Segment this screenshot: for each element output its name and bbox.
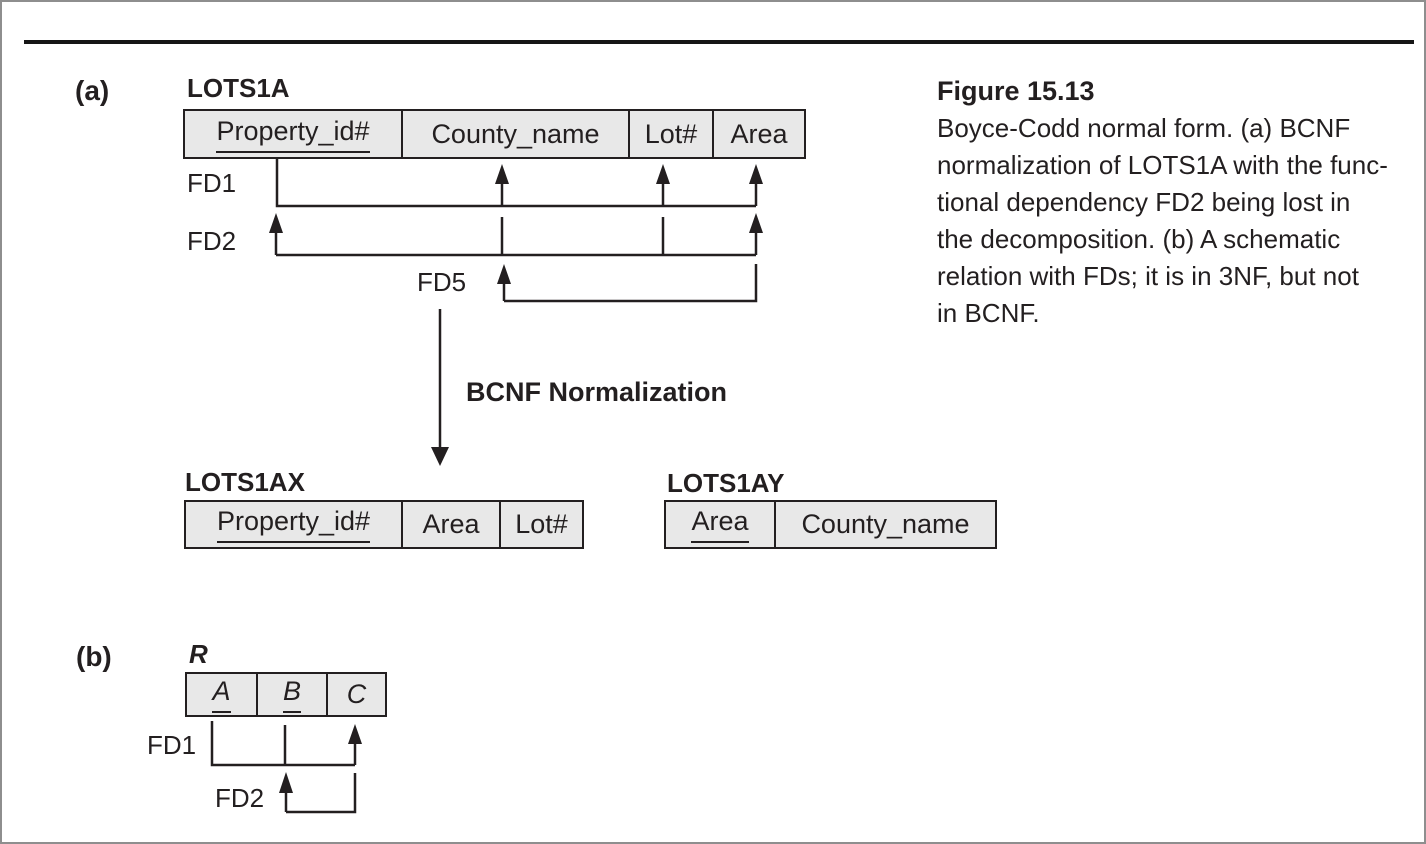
caption-line: the decomposition. (b) A schematic bbox=[937, 224, 1341, 254]
bcnf-normalization-arrow bbox=[431, 309, 449, 466]
caption-line: tional dependency FD2 being lost in bbox=[937, 187, 1351, 217]
fd1-arrows-b bbox=[210, 721, 362, 767]
fd5-arrows-a bbox=[497, 264, 758, 303]
column-label: Lot# bbox=[644, 118, 698, 149]
fd2-arrows-b bbox=[279, 772, 357, 814]
lots1ax-table: Property_id# Area Lot# bbox=[184, 500, 584, 549]
lots1ax-col-property-id: Property_id# bbox=[186, 502, 401, 547]
r-table: A B C bbox=[185, 672, 387, 717]
lots1ay-name: LOTS1AY bbox=[667, 468, 785, 498]
fd2-label-a: FD2 bbox=[187, 226, 237, 256]
lots1ax-col-area: Area bbox=[401, 502, 499, 547]
column-label: County_name bbox=[801, 509, 970, 539]
column-label: County_name bbox=[431, 118, 600, 149]
caption-line: normalization of LOTS1A with the func- bbox=[937, 150, 1388, 180]
fd1-label-b: FD1 bbox=[147, 730, 197, 760]
fd5-label-a: FD5 bbox=[417, 267, 467, 297]
caption-line: Boyce-Codd normal form. (a) BCNF bbox=[937, 113, 1351, 143]
column-label: B bbox=[282, 676, 301, 713]
caption-line: in BCNF. bbox=[937, 298, 1040, 328]
column-label: Lot# bbox=[515, 509, 568, 539]
panel-a-label: (a) bbox=[75, 75, 110, 106]
top-rule bbox=[24, 40, 1414, 44]
column-label: A bbox=[212, 676, 231, 713]
lots1a-col-property-id: Property_id# bbox=[185, 111, 401, 157]
lots1ax-col-lot: Lot# bbox=[499, 502, 582, 547]
fd1-arrows-a bbox=[275, 159, 763, 208]
lots1ax-name: LOTS1AX bbox=[185, 467, 305, 497]
column-label: Property_id# bbox=[216, 116, 370, 153]
column-label: Property_id# bbox=[216, 506, 371, 543]
column-label: Area bbox=[730, 118, 788, 149]
fd1-label-a: FD1 bbox=[187, 168, 237, 198]
lots1a-col-area: Area bbox=[712, 111, 804, 157]
column-label: Area bbox=[691, 506, 749, 543]
panel-b-label: (b) bbox=[76, 641, 112, 672]
fd2-arrows-a bbox=[269, 213, 763, 257]
lots1ay-table: Area County_name bbox=[664, 500, 997, 549]
fd2-label-b: FD2 bbox=[215, 783, 265, 813]
r-col-c: C bbox=[326, 674, 385, 715]
lots1ay-col-county-name: County_name bbox=[774, 502, 995, 547]
lots1ay-col-area: Area bbox=[666, 502, 774, 547]
r-col-b: B bbox=[256, 674, 326, 715]
lots1a-col-county-name: County_name bbox=[401, 111, 628, 157]
bcnf-normalization-label: BCNF Normalization bbox=[466, 377, 728, 407]
r-name: R bbox=[189, 639, 208, 669]
column-label: C bbox=[346, 679, 367, 709]
caption-line: relation with FDs; it is in 3NF, but not bbox=[937, 261, 1359, 291]
caption-title: Figure 15.13 bbox=[937, 76, 1095, 106]
lots1a-col-lot: Lot# bbox=[628, 111, 712, 157]
column-label: Area bbox=[422, 509, 480, 539]
figure-caption: Figure 15.13 Boyce-Codd normal form. (a)… bbox=[937, 73, 1422, 332]
lots1a-table: Property_id# County_name Lot# Area bbox=[183, 109, 806, 159]
r-col-a: A bbox=[187, 674, 256, 715]
lots1a-name: LOTS1A bbox=[187, 73, 290, 103]
